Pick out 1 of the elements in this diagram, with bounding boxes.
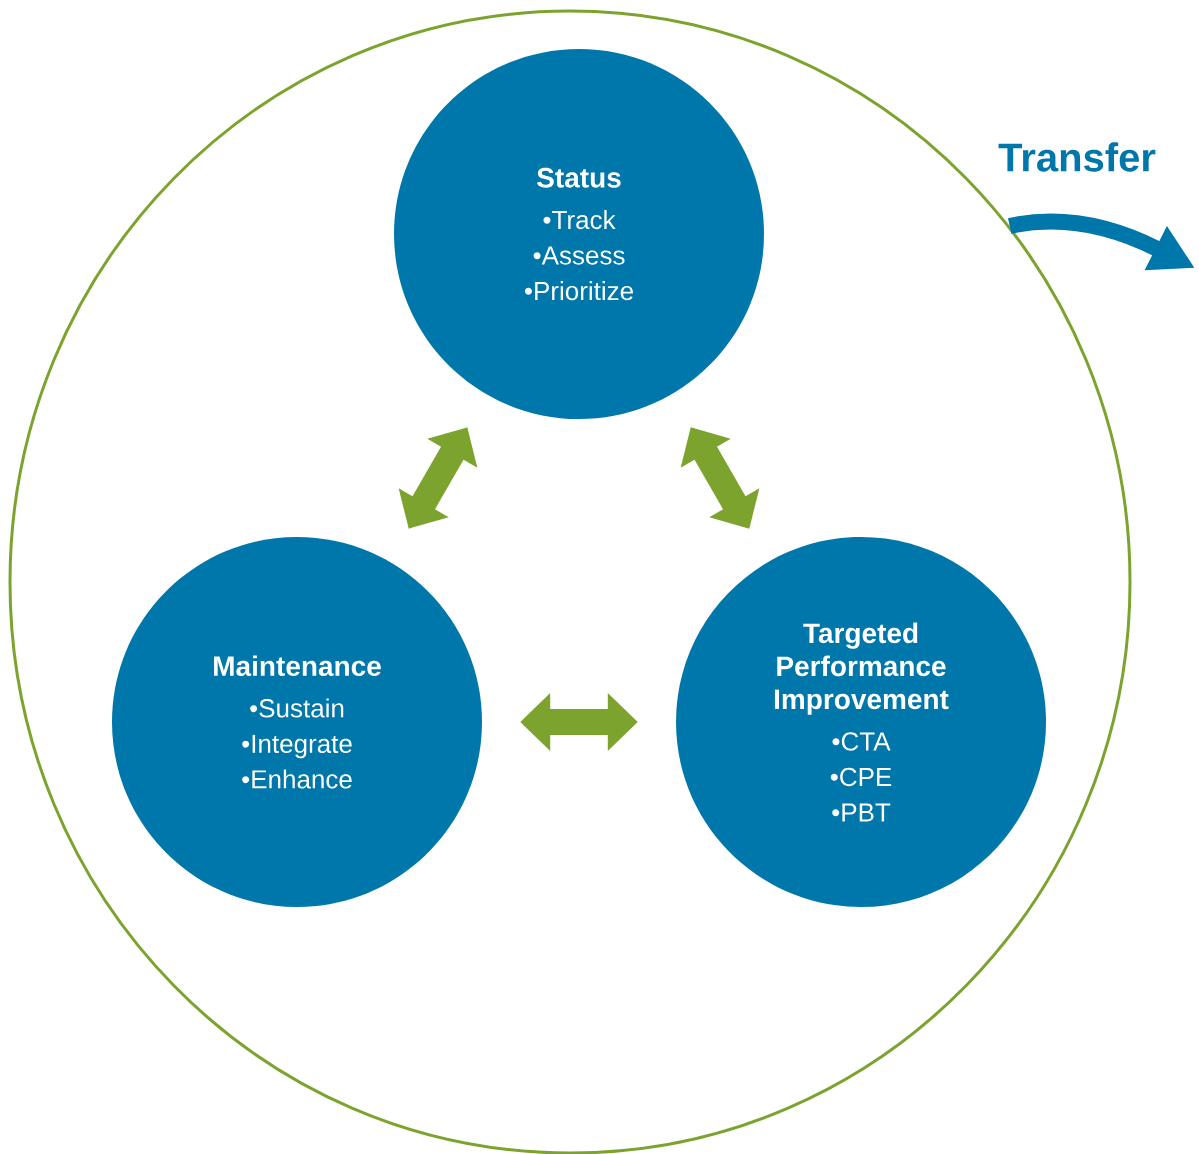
edge-label: Transfer <box>997 141 1157 173</box>
